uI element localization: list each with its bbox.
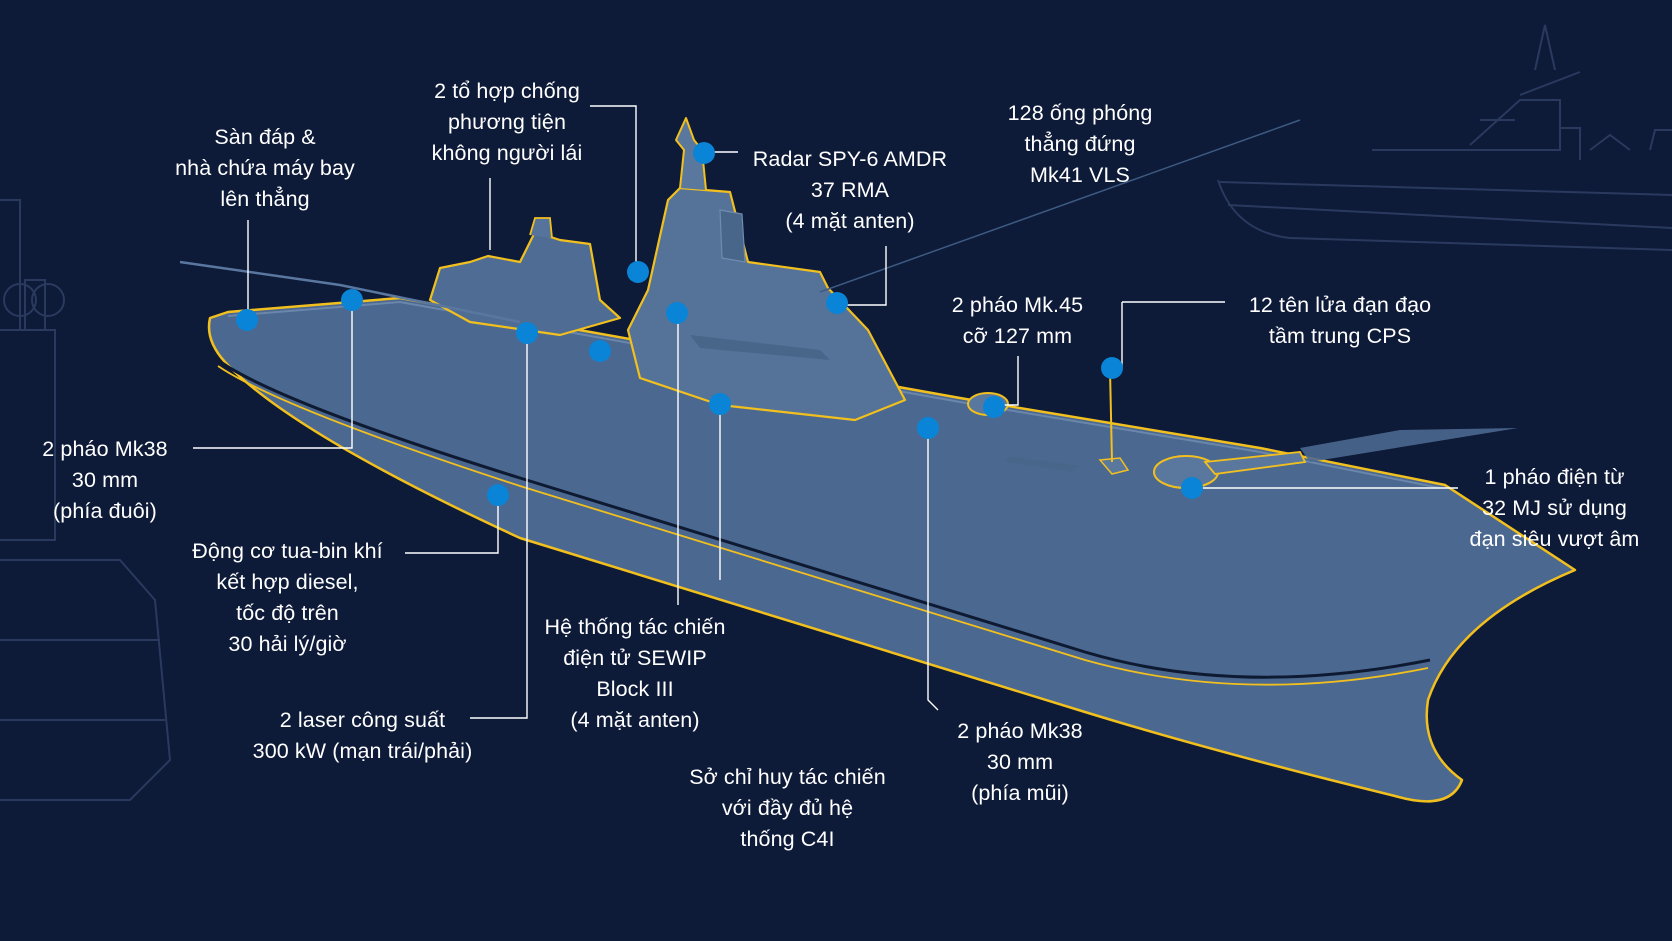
- marker-radar: [826, 292, 848, 314]
- marker-c4i: [709, 393, 731, 415]
- marker-sewip: [666, 302, 688, 324]
- leader-engine: [405, 495, 498, 553]
- marker-engine: [487, 484, 509, 506]
- marker-helipad: [236, 309, 258, 331]
- leader-mk38-aft: [193, 300, 352, 448]
- marker-mk45: [983, 396, 1005, 418]
- marker-laser: [516, 322, 538, 344]
- leader-line-group: [193, 106, 1458, 718]
- marker-mk38-aft: [341, 289, 363, 311]
- marker-counter-uav-1: [589, 340, 611, 362]
- leader-counter-uav: [590, 106, 636, 272]
- marker-mk38-fwd: [917, 417, 939, 439]
- marker-railgun: [1181, 477, 1203, 499]
- leader-mk38-fwd: [928, 428, 938, 710]
- marker-counter-uav-2: [627, 261, 649, 283]
- marker-cps: [1101, 357, 1123, 379]
- marker-radar-top: [693, 142, 715, 164]
